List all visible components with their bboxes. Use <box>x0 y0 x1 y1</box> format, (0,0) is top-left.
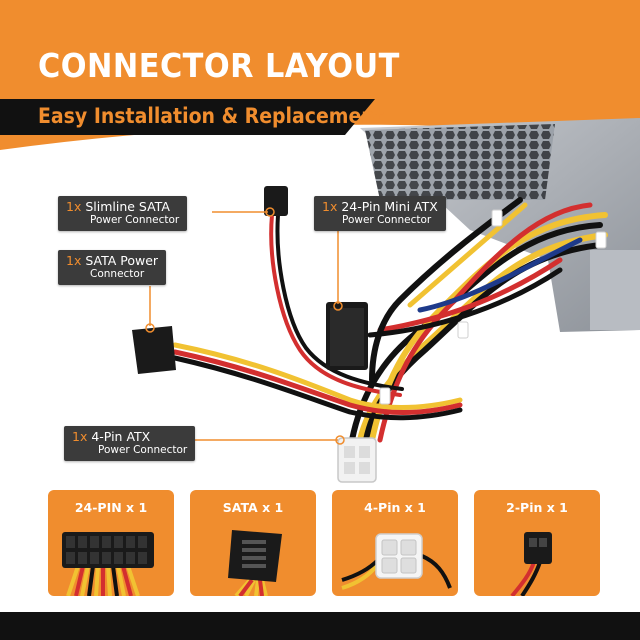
callout-title: Slimline SATA <box>85 199 170 214</box>
cable-bundle <box>172 197 608 443</box>
callout-qty: 1x <box>66 253 82 268</box>
page-title: CONNECTOR LAYOUT <box>38 46 400 85</box>
tile-label: 24-PIN x 1 <box>74 500 148 515</box>
tile-label: 2-Pin x 1 <box>506 500 568 515</box>
connector-tiles: 24-PIN x 1 SATA x 1 4-Pin x <box>48 490 600 596</box>
connector-24pin-icon <box>62 532 154 596</box>
callout-subtitle: Power Connector <box>90 214 180 226</box>
tile-4pin: 4-Pin x 1 <box>332 490 458 596</box>
callout-sata-power: 1x SATA Power Connector <box>58 250 167 285</box>
callout-title: 24-Pin Mini ATX <box>341 199 438 214</box>
connector-sata-icon <box>228 530 282 596</box>
connector-4pin <box>337 437 377 483</box>
tile-sata: SATA x 1 <box>190 490 316 596</box>
tile-2pin: 2-Pin x 1 <box>474 490 600 596</box>
callout-subtitle: Connector <box>90 268 145 280</box>
connector-2pin-icon <box>510 532 552 596</box>
callout-subtitle: Power Connector <box>98 444 188 456</box>
connector-24pin <box>326 302 368 370</box>
callout-qty: 1x <box>72 429 88 444</box>
footer-bar <box>0 612 640 640</box>
subtitle-banner <box>0 99 375 135</box>
page-subtitle: Easy Installation & Replacement <box>38 104 384 128</box>
tile-label: SATA x 1 <box>222 500 284 515</box>
tile-24pin: 24-PIN x 1 <box>48 490 174 596</box>
callout-24pin-mini-atx: 1x 24-Pin Mini ATX Power Connector <box>314 196 446 231</box>
callout-title: SATA Power <box>85 253 159 268</box>
connector-4pin-icon <box>341 533 452 590</box>
callout-qty: 1x <box>66 199 82 214</box>
callout-4pin-atx: 1x 4-Pin ATX Power Connector <box>64 426 196 461</box>
callout-slimline-sata: 1x Slimline SATA Power Connector <box>58 196 188 231</box>
callout-title: 4-Pin ATX <box>91 429 151 444</box>
tile-label: 4-Pin x 1 <box>364 500 426 515</box>
leader-lines <box>145 207 345 445</box>
connector-sata <box>132 326 176 374</box>
callout-qty: 1x <box>322 199 338 214</box>
cable-ties <box>379 209 607 405</box>
callout-subtitle: Power Connector <box>342 214 432 226</box>
